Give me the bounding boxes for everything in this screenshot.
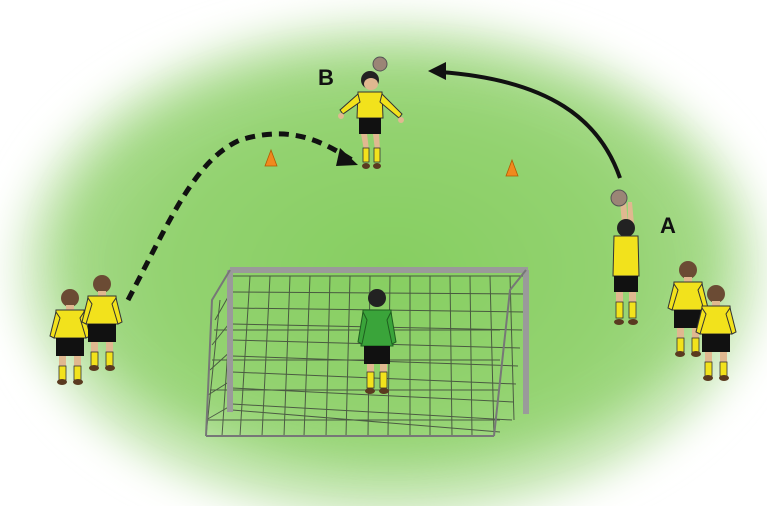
- ball-icon: [611, 190, 627, 206]
- label-a: A: [660, 213, 676, 238]
- ball-icon: [373, 57, 387, 71]
- label-b: B: [318, 65, 334, 90]
